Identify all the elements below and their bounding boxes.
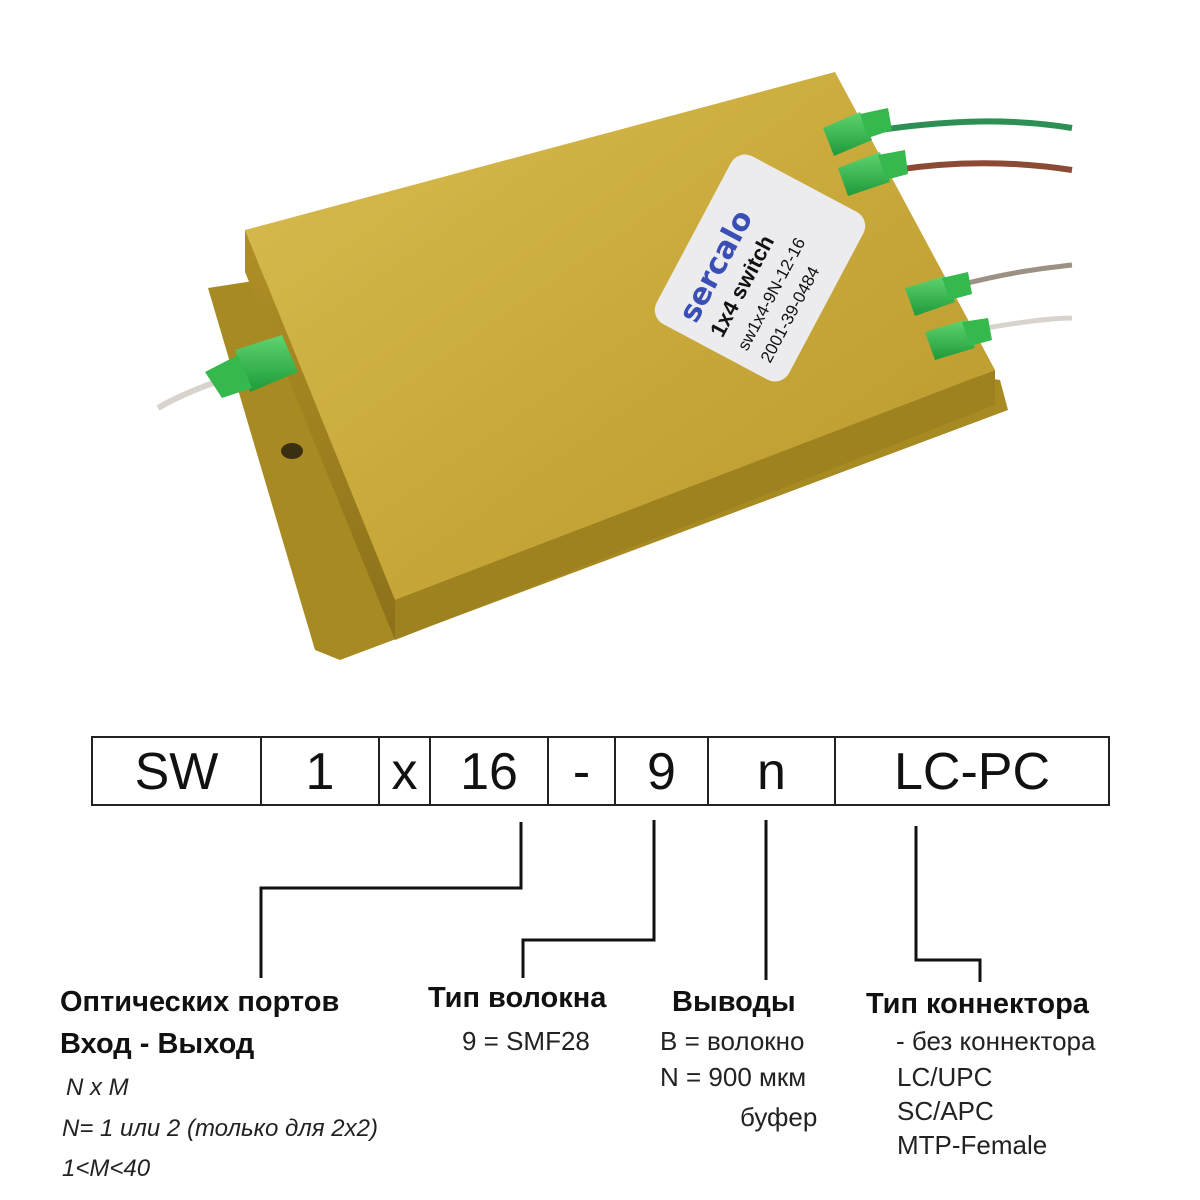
leads-option-n-cont: буфер (740, 1102, 818, 1132)
boot-output-3 (905, 272, 972, 316)
leads-option-b: B = волокно (660, 1026, 805, 1056)
product-photo: sercalo 1x4 switch sw1x4-9N-12-16 2001-3… (156, 72, 1073, 660)
housing-side-left (245, 230, 395, 640)
leads-option-n: N = 900 мкм (660, 1062, 807, 1092)
leader-connector (914, 826, 982, 982)
product-label (654, 154, 866, 382)
code-segment-leads: n (707, 736, 834, 806)
fiber-option: 9 = SMF28 (462, 1026, 590, 1056)
code-segment-prefix: SW (91, 736, 260, 806)
code-segment-separator-x: x (378, 736, 429, 806)
code-segment-inputs: 1 (260, 736, 378, 806)
boot-input (205, 335, 298, 398)
fiber-brown (894, 160, 1073, 173)
leader-fiber (521, 820, 656, 978)
ports-m-rule: 1<M<40 (62, 1155, 151, 1182)
ports-n-rule: N= 1 или 2 (только для 2x2) (62, 1115, 378, 1142)
code-segment-connector: LC-PC (834, 736, 1110, 806)
code-segment-fiber: 9 (614, 736, 707, 806)
fiber-grey (959, 262, 1073, 288)
ports-title-line2: Вход - Выход (60, 1028, 255, 1060)
housing-side-front (395, 370, 995, 640)
boot-output-1 (823, 108, 892, 156)
connector-title: Тип коннектора (866, 988, 1089, 1020)
leads-title: Выводы (672, 986, 796, 1018)
fiber-title: Тип волокна (428, 982, 607, 1014)
ports-formula: N x M (66, 1074, 129, 1101)
code-segment-outputs: 16 (429, 736, 547, 806)
mounting-hole (281, 443, 303, 459)
ports-title-line1: Оптических портов (60, 986, 340, 1018)
connector-option-none: - без коннектора (896, 1026, 1096, 1056)
connector-option-lc: LC/UPC (897, 1062, 993, 1092)
connector-option-mtp: MTP-Female (897, 1130, 1048, 1160)
connector-option-sc: SC/APC (897, 1096, 994, 1126)
code-segment-dash: - (547, 736, 614, 806)
boot-output-4 (925, 318, 992, 360)
leader-ports (259, 822, 523, 978)
boot-output-2 (838, 150, 908, 196)
fiber-green (879, 118, 1073, 133)
